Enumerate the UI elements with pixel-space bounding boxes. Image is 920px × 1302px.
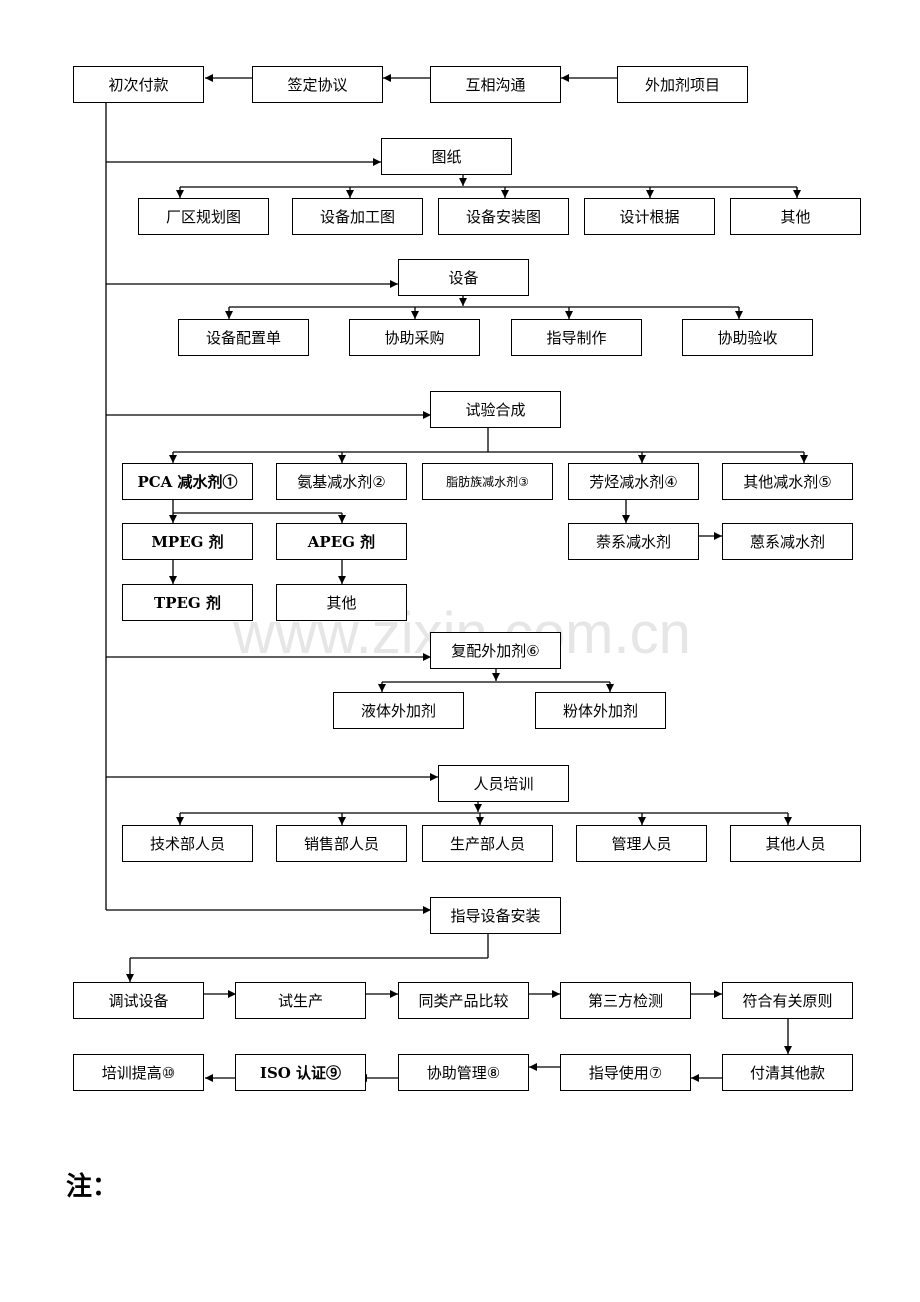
box-guide-equipment-installation: 指导设备安装 xyxy=(430,897,561,934)
box-training-improvement: 培训提高⑩ xyxy=(73,1054,204,1091)
box-assist-management: 协助管理⑧ xyxy=(398,1054,529,1091)
box-design-basis: 设计根据 xyxy=(584,198,715,235)
box-technical-staff: 技术部人员 xyxy=(122,825,253,862)
box-management-staff: 管理人员 xyxy=(576,825,707,862)
box-guide-fabrication: 指导制作 xyxy=(511,319,642,356)
box-sign-agreement: 签定协议 xyxy=(252,66,383,103)
box-tpeg-agent: TPEG 剂 xyxy=(122,584,253,621)
box-equipment: 设备 xyxy=(398,259,529,296)
box-powder-admixture: 粉体外加剂 xyxy=(535,692,666,729)
box-assist-acceptance: 协助验收 xyxy=(682,319,813,356)
box-admixture-project: 外加剂项目 xyxy=(617,66,748,103)
box-staff-training: 人员培训 xyxy=(438,765,569,802)
box-aliphatic-reducer: 脂肪族减水剂③ xyxy=(422,463,553,500)
box-plant-layout: 厂区规划图 xyxy=(138,198,269,235)
box-iso-certification: ISO 认证⑨ xyxy=(235,1054,366,1091)
box-compound-admixture: 复配外加剂⑥ xyxy=(430,632,561,669)
box-equipment-machining-drawing: 设备加工图 xyxy=(292,198,423,235)
box-mpeg-agent: MPEG 剂 xyxy=(122,523,253,560)
note-label: 注： xyxy=(66,1172,119,1202)
box-guide-usage: 指导使用⑦ xyxy=(560,1054,691,1091)
box-trial-production: 试生产 xyxy=(235,982,366,1019)
box-equipment-config-list: 设备配置单 xyxy=(178,319,309,356)
box-anthracene-reducer: 蒽系减水剂 xyxy=(722,523,853,560)
box-pca-reducer: PCA 减水剂① xyxy=(122,463,253,500)
box-product-comparison: 同类产品比较 xyxy=(398,982,529,1019)
box-third-party-testing: 第三方检测 xyxy=(560,982,691,1019)
box-production-staff: 生产部人员 xyxy=(422,825,553,862)
box-apeg-agent: APEG 剂 xyxy=(276,523,407,560)
box-other-reducer: 其他减水剂⑤ xyxy=(722,463,853,500)
box-drawings: 图纸 xyxy=(381,138,512,175)
box-initial-payment: 初次付款 xyxy=(73,66,204,103)
box-trial-synthesis: 试验合成 xyxy=(430,391,561,428)
box-other-staff: 其他人员 xyxy=(730,825,861,862)
box-liquid-admixture: 液体外加剂 xyxy=(333,692,464,729)
box-apeg-other: 其他 xyxy=(276,584,407,621)
box-final-payment: 付清其他款 xyxy=(722,1054,853,1091)
box-sales-staff: 销售部人员 xyxy=(276,825,407,862)
box-drawings-other: 其他 xyxy=(730,198,861,235)
box-debug-equipment: 调试设备 xyxy=(73,982,204,1019)
box-mutual-communication: 互相沟通 xyxy=(430,66,561,103)
box-meets-standards: 符合有关原则 xyxy=(722,982,853,1019)
box-naphthalene-reducer: 萘系减水剂 xyxy=(568,523,699,560)
box-amino-reducer: 氨基减水剂② xyxy=(276,463,407,500)
box-assist-procurement: 协助采购 xyxy=(349,319,480,356)
box-aromatic-reducer: 芳烃减水剂④ xyxy=(568,463,699,500)
box-equipment-installation-drawing: 设备安装图 xyxy=(438,198,569,235)
